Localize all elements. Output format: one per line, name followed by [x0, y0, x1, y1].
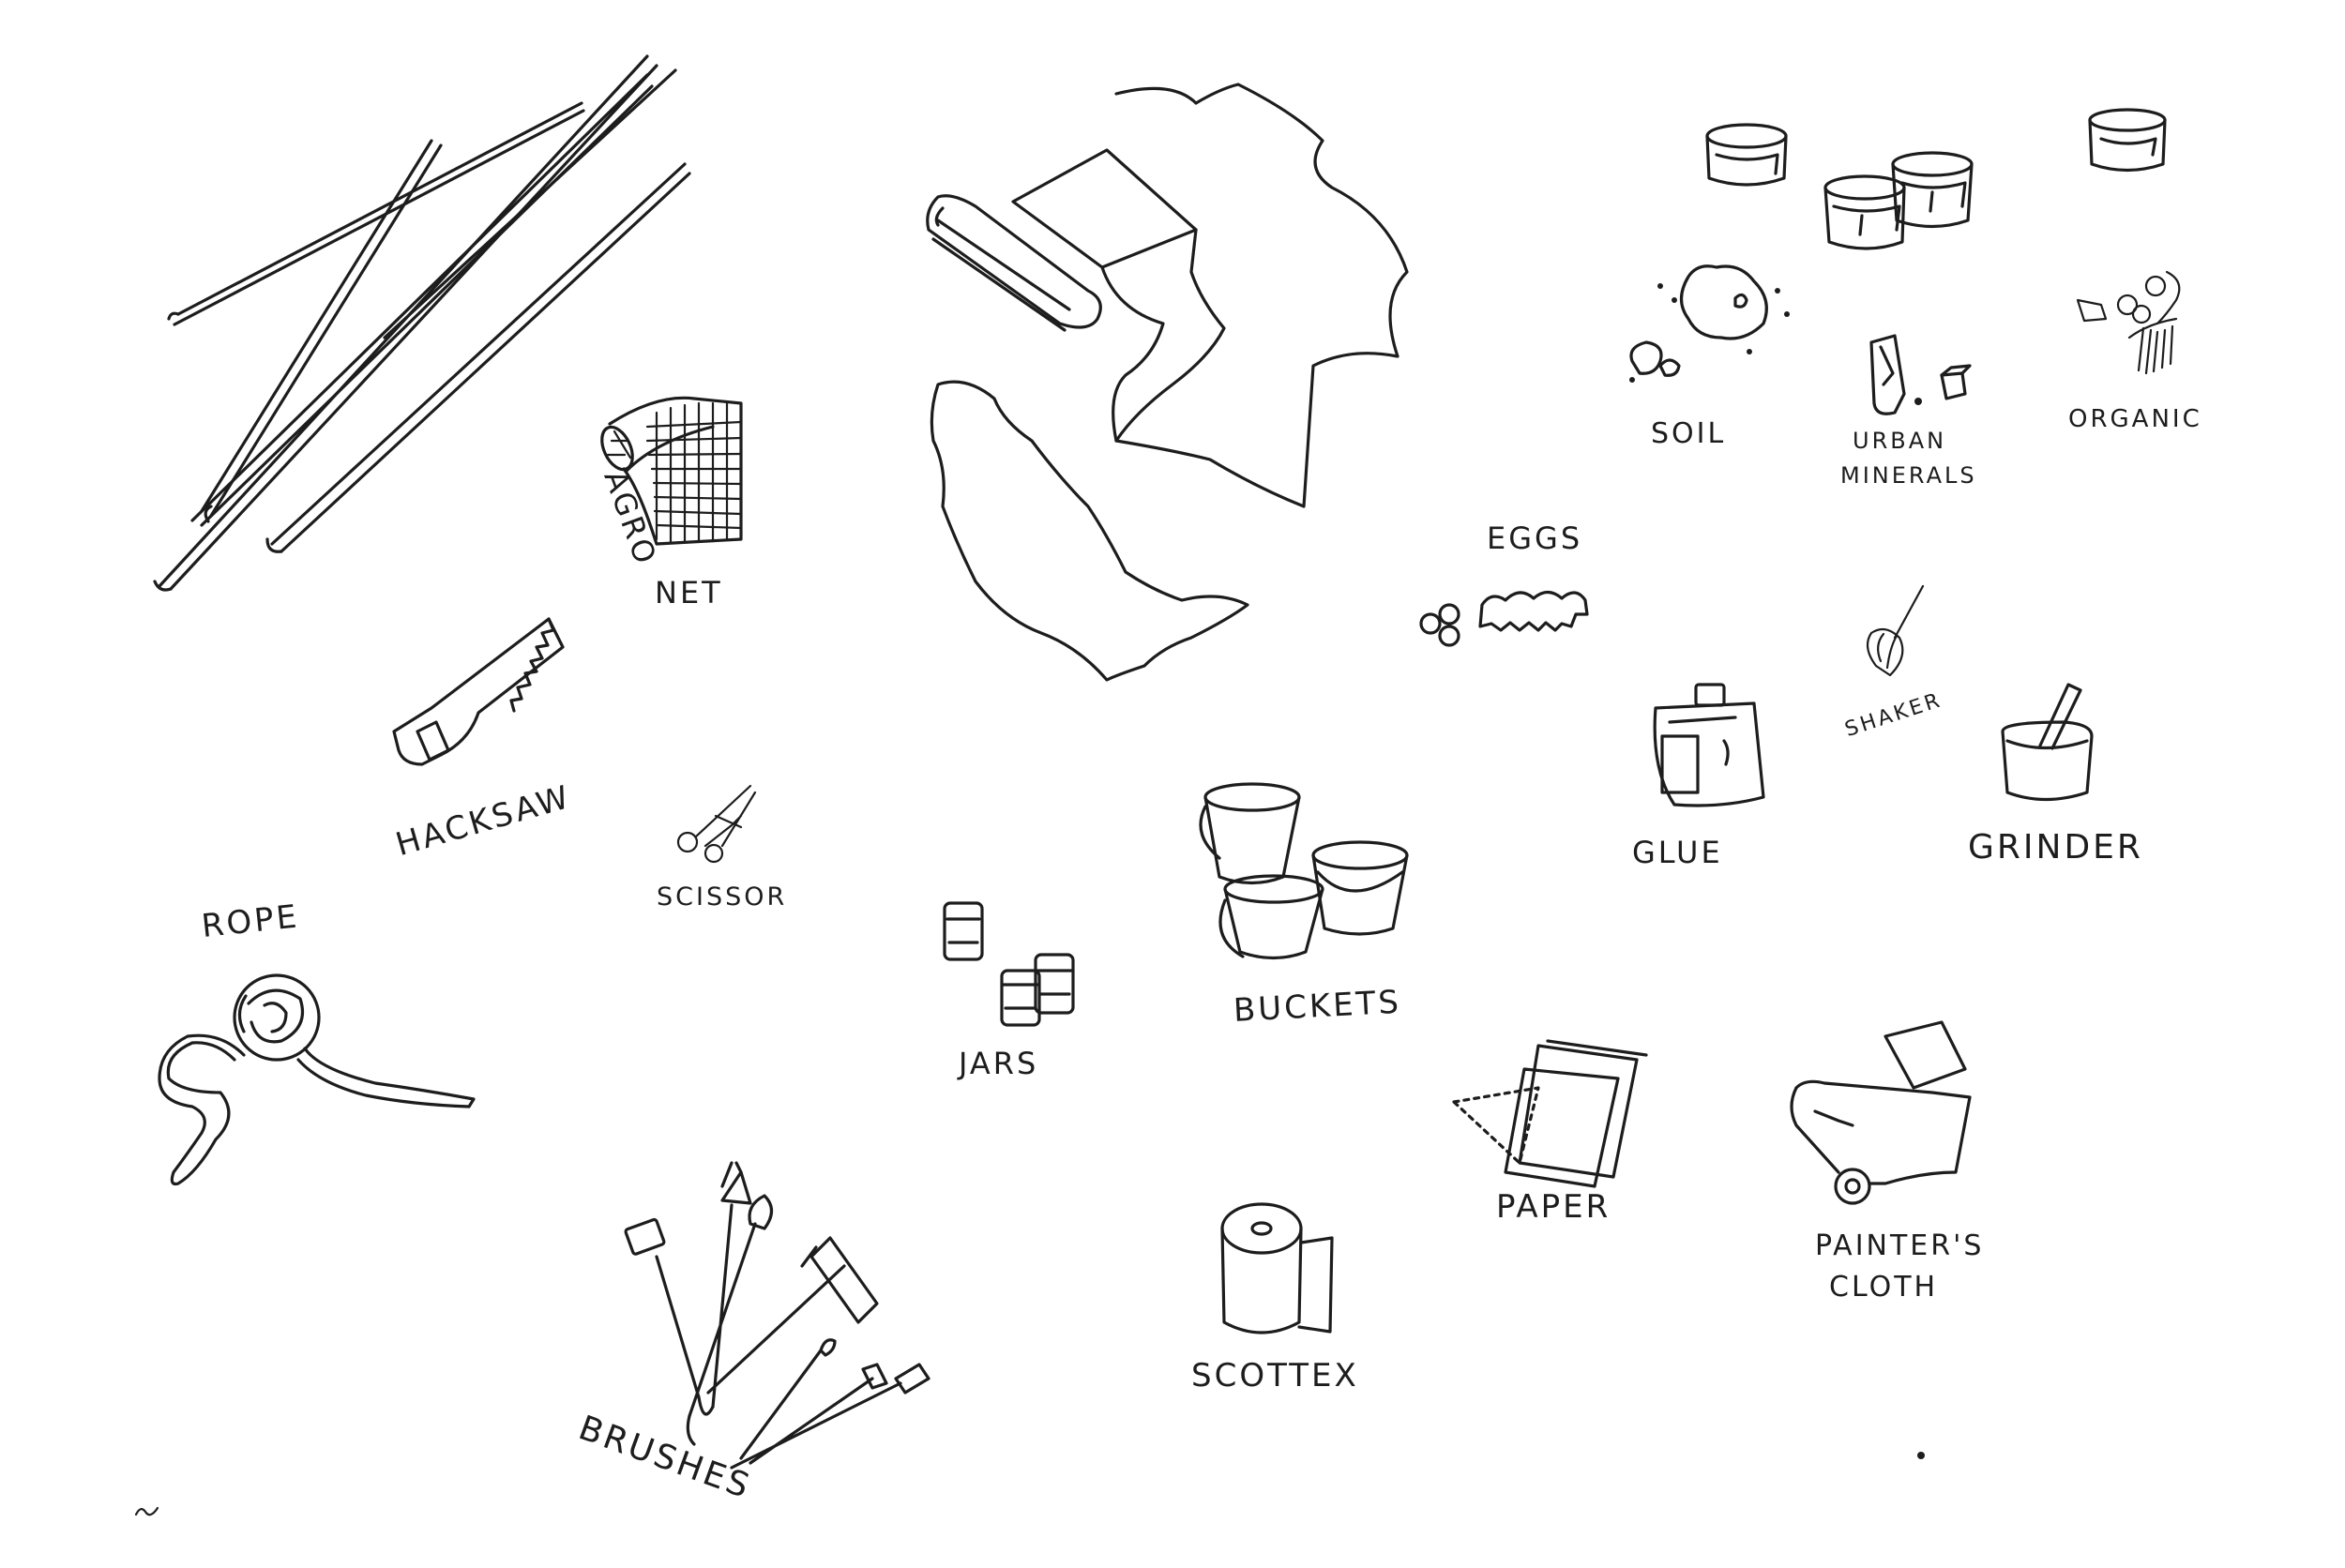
urban-minerals-label-1: URBAN [1853, 428, 1946, 454]
paper-label: PAPER [1496, 1188, 1611, 1226]
sticks-icon [153, 54, 691, 592]
pigment-cups-icon [1705, 108, 2167, 250]
urban-minerals-label-2: MINERALS [1840, 462, 1977, 489]
jars-label: JARS [957, 1046, 1038, 1081]
hacksaw-label: HACKSAW [392, 778, 576, 865]
buckets-label: BUCKETS [1233, 984, 1402, 1030]
jars-icon [943, 901, 1075, 1027]
paper-icon [1452, 1039, 1648, 1188]
organic-label: ORGANIC [2068, 405, 2202, 433]
scottex-label: SCOTTEX [1191, 1357, 1359, 1395]
painters-cloth-icon [1790, 1020, 1972, 1205]
grinder-label: GRINDER [1968, 828, 2143, 867]
stray-dot [1917, 1452, 1925, 1459]
agro-label: AGRO [597, 465, 664, 570]
net-label: NET [655, 575, 723, 611]
rope-label: ROPE [200, 897, 301, 945]
grinder-icon [2001, 683, 2094, 802]
scottex-icon [1220, 1202, 1334, 1334]
eggs-icon [1419, 590, 1589, 647]
glue-icon [1653, 683, 1765, 807]
shaker-icon [1866, 584, 1925, 677]
hacksaw-icon [392, 617, 565, 766]
eggs-label: EGGS [1487, 520, 1582, 556]
rope-icon [158, 973, 476, 1186]
organic-icon [2076, 270, 2181, 375]
brushes-label: BRUSHES [574, 1409, 757, 1506]
scissor-icon [676, 784, 757, 864]
buckets-icon [1199, 782, 1409, 960]
glue-label: GLUE [1632, 835, 1723, 870]
soil-label: SOIL [1651, 417, 1726, 450]
stray-mark [134, 1506, 159, 1516]
shaker-label: SHAKER [1842, 688, 1945, 742]
fabric-icon [926, 83, 1409, 682]
soil-icon [1629, 264, 1790, 383]
painters-cloth-label-2: CLOTH [1829, 1271, 1938, 1304]
agro-net-icon: AGRO NET [597, 396, 743, 611]
urban-minerals-icon [1869, 334, 1972, 415]
painters-cloth-label-1: PAINTER'S [1815, 1229, 1984, 1262]
scissor-label: SCISSOR [657, 882, 787, 912]
brushes-icon [624, 1161, 930, 1470]
